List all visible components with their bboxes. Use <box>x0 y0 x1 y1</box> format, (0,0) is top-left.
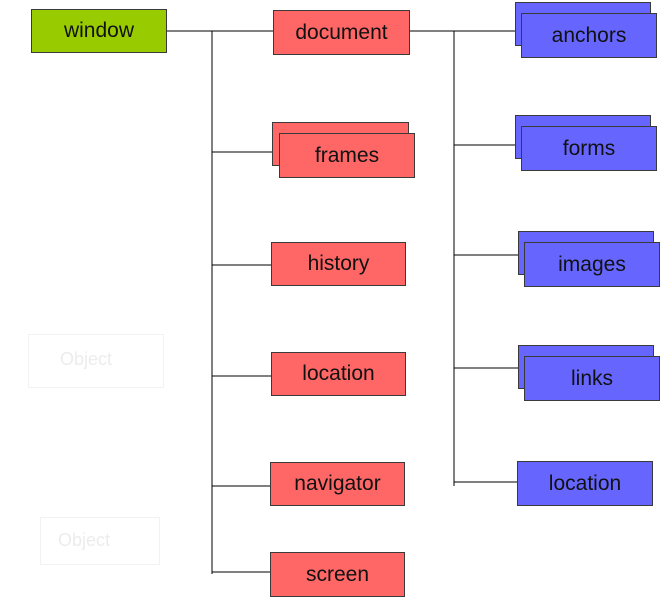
node-window: window <box>31 9 167 53</box>
node-history: history <box>271 242 406 286</box>
ghost-label-1: Object <box>60 349 113 369</box>
node-location: location <box>271 352 406 396</box>
node-anchors: anchors <box>521 13 657 58</box>
node-forms: forms <box>521 126 657 171</box>
node-images: images <box>524 242 660 287</box>
ghost-frame-2 <box>40 517 160 565</box>
ghost-label-2: Object <box>58 530 111 550</box>
node-navigator: navigator <box>270 462 405 506</box>
node-document: document <box>273 10 410 55</box>
node-frames: frames <box>279 133 415 178</box>
node-doc-location: location <box>517 461 653 506</box>
ghost-frame-1 <box>28 334 164 388</box>
node-links: links <box>524 356 660 401</box>
node-screen: screen <box>270 552 405 597</box>
